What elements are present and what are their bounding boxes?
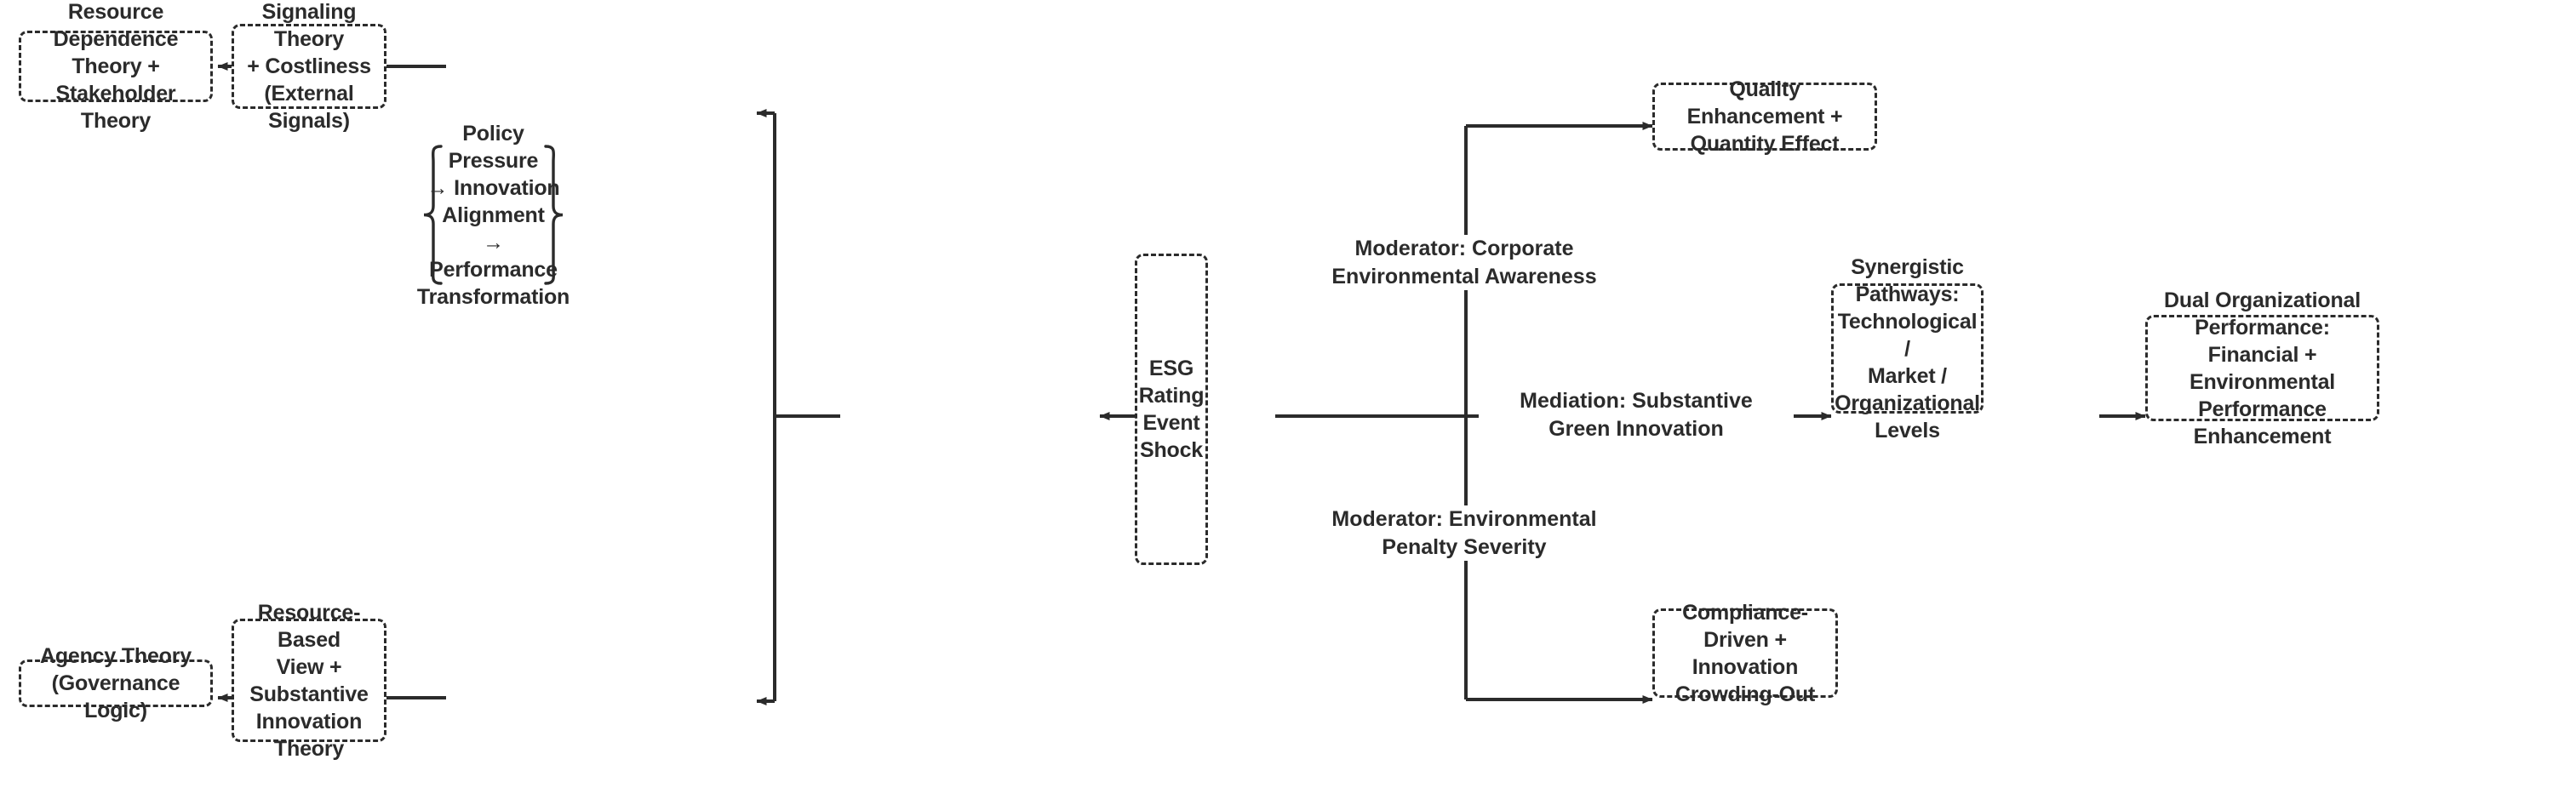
node-esg-rating-event-shock[interactable]: ESG Rating Event Shock [1135, 254, 1208, 565]
node-agency-theory[interactable]: Agency Theory (Governance Logic) [19, 644, 213, 722]
node-resource-based-view-label: Resource-Based View + Substantive Innova… [249, 600, 369, 761]
node-resource-dependence-theory-label: Resource Dependence Theory + Stakeholder… [53, 0, 179, 133]
node-policy-pressure-label: Policy Pressure → Innovation Alignment →… [416, 121, 570, 309]
node-quality-enhancement[interactable]: Quality Enhancement + Quantity Effect [1652, 77, 1877, 156]
node-dual-organizational-performance[interactable]: Dual Organizational Performance: Financi… [2145, 288, 2379, 448]
edge-label-moderator-environmental-penalty-severity: Moderator: Environmental Penalty Severit… [1277, 505, 1652, 561]
node-policy-pressure[interactable]: Policy Pressure → Innovation Alignment →… [417, 122, 570, 309]
node-compliance-driven-label: Compliance- Driven + Innovation Crowding… [1674, 600, 1816, 706]
node-signaling-theory[interactable]: Signaling Theory + Costliness (External … [232, 0, 386, 133]
node-dual-organizational-performance-label: Dual Organizational Performance: Financi… [2164, 288, 2361, 448]
node-agency-theory-label: Agency Theory (Governance Logic) [39, 644, 192, 722]
edge-label-mediation-substantive-green-innovation: Mediation: Substantive Green Innovation [1479, 387, 1794, 442]
node-resource-dependence-theory[interactable]: Resource Dependence Theory + Stakeholder… [19, 0, 213, 133]
edge-label-moderator-corporate-environmental-awareness: Moderator: Corporate Environmental Aware… [1273, 235, 1656, 290]
node-compliance-driven[interactable]: Compliance- Driven + Innovation Crowding… [1652, 601, 1838, 706]
brace-left-icon [423, 145, 443, 285]
node-synergistic-pathways[interactable]: Synergistic Pathways: Technological / Ma… [1831, 255, 1984, 442]
node-synergistic-pathways-label: Synergistic Pathways: Technological / Ma… [1835, 254, 1980, 442]
node-esg-rating-event-shock-label: ESG Rating Event Shock [1138, 357, 1205, 462]
brace-right-icon [544, 145, 564, 285]
node-quality-enhancement-label: Quality Enhancement + Quantity Effect [1686, 77, 1843, 156]
node-signaling-theory-label: Signaling Theory + Costliness (External … [247, 0, 371, 133]
node-resource-based-view[interactable]: Resource-Based View + Substantive Innova… [232, 601, 386, 761]
